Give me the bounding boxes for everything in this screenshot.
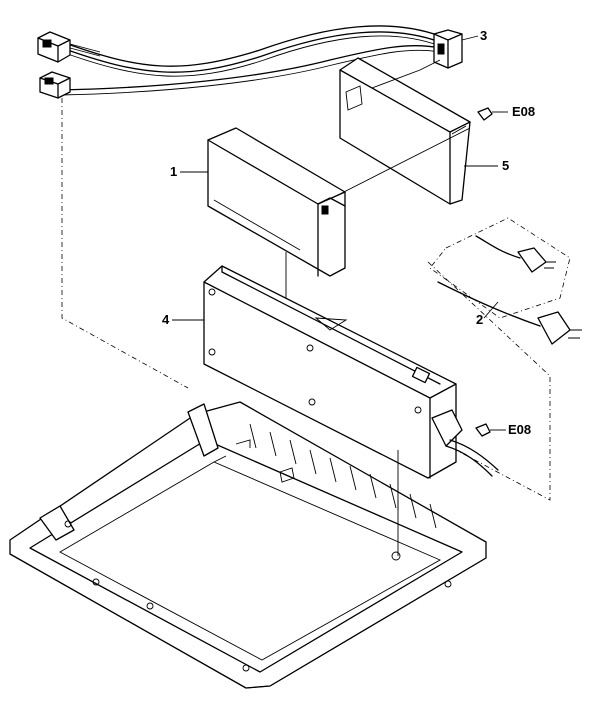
- label-part-1: 1: [170, 164, 177, 179]
- power-supply-unit: [203, 265, 499, 479]
- connector-right: [433, 29, 463, 69]
- base-chassis: [9, 401, 487, 689]
- label-part-2: 2: [476, 312, 483, 327]
- shield-cover: [207, 127, 346, 277]
- connector-left-lower: [39, 71, 71, 99]
- label-part-3: 3: [480, 28, 487, 43]
- circuit-board: [339, 57, 471, 205]
- wire-harness-assembly: [37, 25, 463, 99]
- leader-cover-to-board: [335, 127, 471, 197]
- label-screw-lower: E08: [508, 422, 531, 437]
- alignment-lines: [61, 98, 399, 556]
- label-part-5: 5: [502, 158, 509, 173]
- label-screw-upper: E08: [512, 104, 535, 119]
- leader-part-2: [483, 301, 499, 319]
- power-cord-group: [427, 217, 582, 501]
- screw-upper: [477, 107, 508, 121]
- leader-part-3: [461, 35, 479, 41]
- connector-left-upper: [37, 31, 101, 63]
- screw-lower: [475, 423, 506, 437]
- label-part-4: 4: [162, 312, 170, 327]
